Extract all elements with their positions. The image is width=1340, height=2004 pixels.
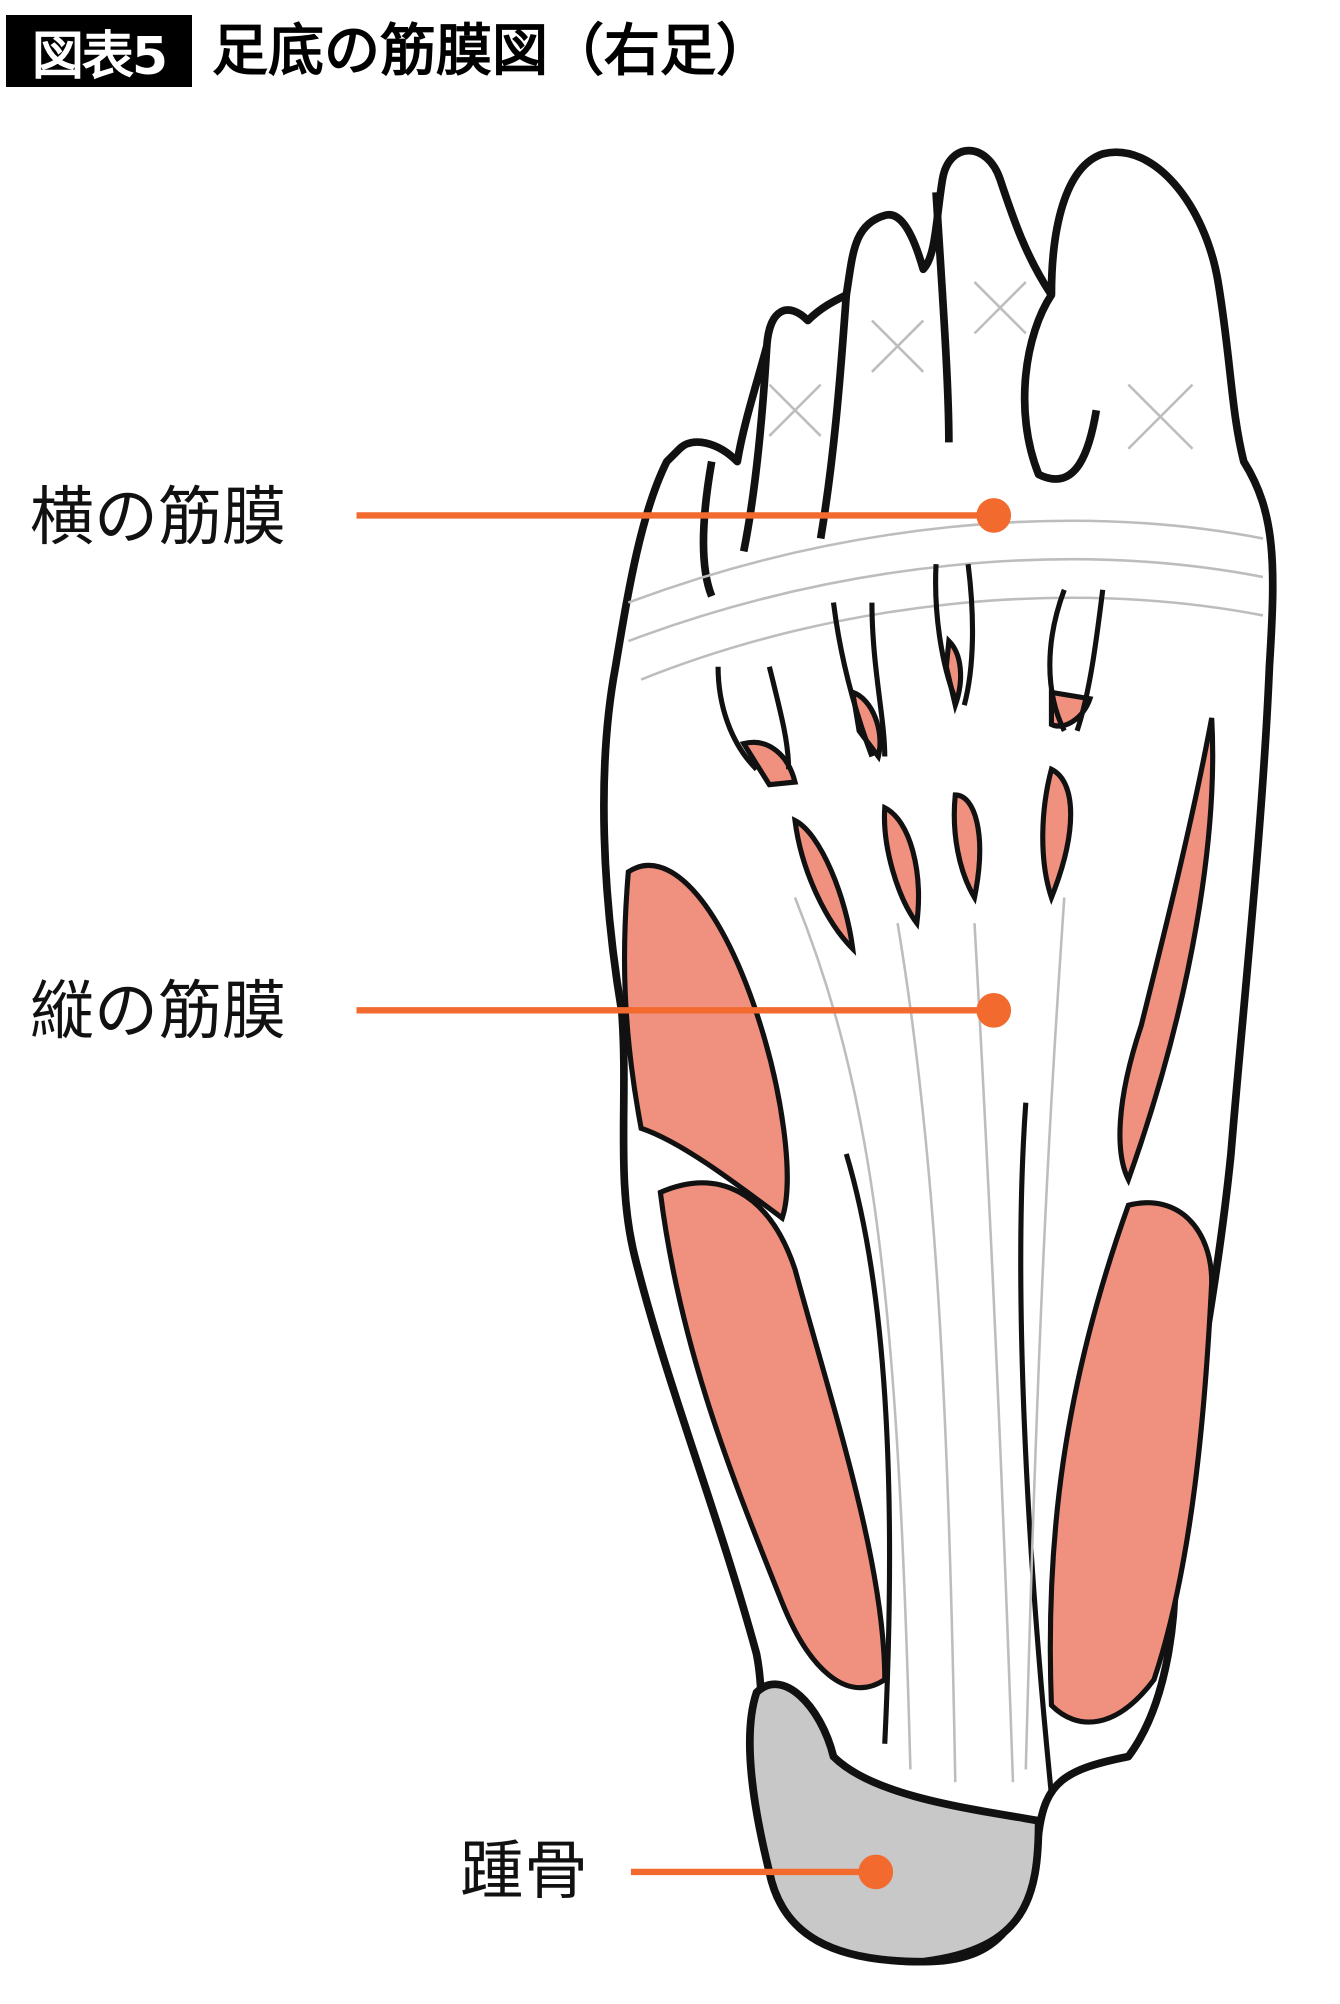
label-transverse-fascia: 横の筋膜 xyxy=(30,481,286,555)
muscle-abductor-hallucis xyxy=(621,862,790,1223)
label-longitudinal-fascia: 縦の筋膜 xyxy=(30,975,286,1049)
figure-number-badge: 図表5 xyxy=(6,15,192,87)
muscle-abductor-digiti xyxy=(1047,1200,1215,1725)
leader-dot-transverse xyxy=(976,498,1012,533)
figure-title: 足底の筋膜図（右足） xyxy=(212,19,772,84)
label-calcaneus: 踵骨 xyxy=(460,1835,588,1909)
leader-dot-calcaneus xyxy=(858,1854,894,1890)
calcaneus-bone xyxy=(746,1680,1043,1966)
leader-dot-longitudinal xyxy=(976,993,1012,1028)
